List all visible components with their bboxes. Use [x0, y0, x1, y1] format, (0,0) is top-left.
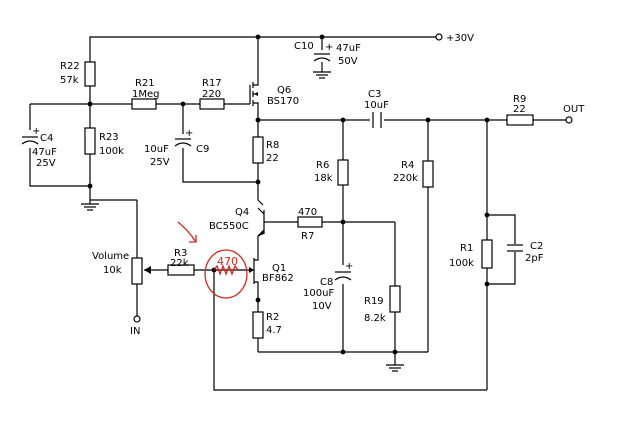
r6-name: R6 — [316, 160, 329, 171]
svg-text:+: + — [185, 128, 193, 139]
c9-name: C9 — [196, 144, 209, 155]
input-terminal-icon — [133, 315, 141, 323]
r23-name: R23 — [99, 132, 119, 143]
r4-resistor-icon — [422, 160, 434, 188]
r17-value: 220 — [202, 89, 221, 100]
volume-wiper-icon — [144, 266, 151, 274]
q1-name: Q1 — [272, 263, 286, 274]
c4-name: C4 — [40, 133, 53, 144]
c9-value: 10uF — [144, 144, 169, 155]
q4-name: Q4 — [235, 207, 249, 218]
annotation-arrow-icon — [177, 221, 197, 243]
r21-value: 1Meg — [132, 89, 160, 100]
r6-value: 18k — [314, 173, 333, 184]
q6-mosfet-icon — [249, 80, 259, 108]
c2-name: C2 — [530, 241, 543, 252]
q1-jfet-icon — [249, 256, 259, 286]
svg-text:+: + — [345, 261, 353, 272]
c4-voltage: 25V — [36, 158, 56, 169]
c8-voltage: 10V — [312, 301, 332, 312]
annotation-resistor-icon — [213, 264, 239, 276]
r17-name: R17 — [202, 78, 222, 89]
r1-name: R1 — [460, 243, 473, 254]
volume-label: Volume — [92, 251, 129, 262]
r7-name: R7 — [301, 231, 314, 242]
c8-capacitor-icon: + — [334, 261, 353, 281]
r3-value: 22k — [170, 258, 189, 269]
r2-name: R2 — [266, 312, 279, 323]
c4-capacitor-icon: + — [21, 126, 40, 145]
r9-name: R9 — [513, 94, 526, 105]
c10-value: 47uF — [336, 43, 361, 54]
r19-name: R19 — [364, 296, 384, 307]
r21-name: R21 — [135, 78, 155, 89]
annotation-value: 470 — [217, 255, 238, 268]
r9-value: 22 — [513, 104, 526, 115]
r2-resistor-icon — [252, 311, 264, 339]
ground-icon — [386, 364, 404, 372]
c8-name: C8 — [320, 277, 333, 288]
r22-value: 57k — [60, 75, 79, 86]
r7-resistor-icon — [297, 216, 323, 228]
q1-part: BF862 — [262, 273, 294, 284]
c2-value: 2pF — [525, 253, 544, 264]
junction-dots — [87, 34, 490, 355]
output-label: OUT — [563, 104, 585, 115]
r9-resistor-icon — [506, 114, 534, 126]
c3-capacitor-icon — [372, 112, 382, 128]
r8-name: R8 — [266, 140, 279, 151]
volume-value: 10k — [103, 265, 122, 276]
wires — [29, 36, 566, 391]
c8-value: 100uF — [303, 288, 334, 299]
c10-capacitor-icon: + — [313, 42, 333, 62]
r23-resistor-icon — [84, 127, 96, 155]
supply-label: +30V — [446, 33, 474, 44]
r8-resistor-icon — [252, 136, 264, 164]
annotation-circle-icon — [204, 249, 248, 299]
r4-name: R4 — [401, 160, 414, 171]
ground-icon — [81, 200, 99, 211]
r19-resistor-icon — [389, 285, 401, 313]
q4-bjt-icon — [257, 207, 271, 237]
r1-value: 100k — [449, 258, 474, 269]
r22-name: R22 — [60, 61, 80, 72]
r8-value: 22 — [266, 153, 279, 164]
r3-name: R3 — [174, 248, 187, 259]
q6-name: Q6 — [277, 85, 291, 96]
c4-value: 47uF — [32, 147, 57, 158]
q6-part: BS170 — [267, 96, 299, 107]
c9-voltage: 25V — [150, 157, 170, 168]
r4-value: 220k — [393, 173, 418, 184]
r19-value: 8.2k — [364, 313, 386, 324]
q4-part: BC550C — [209, 221, 249, 232]
r3-resistor-icon — [167, 264, 195, 276]
supply-terminal-icon — [435, 33, 443, 41]
c9-capacitor-icon: + — [174, 128, 193, 147]
r21-resistor-icon — [131, 98, 157, 110]
output-terminal-icon — [565, 116, 573, 124]
r23-value: 100k — [99, 146, 124, 157]
c3-value: 10uF — [364, 100, 389, 111]
r1-resistor-icon — [481, 239, 493, 269]
c2-capacitor-icon — [507, 244, 523, 252]
svg-text:+: + — [32, 126, 40, 137]
c10-voltage: 50V — [338, 56, 358, 67]
r17-resistor-icon — [199, 98, 225, 110]
c10-name: C10 — [294, 41, 314, 52]
input-label: IN — [130, 326, 140, 337]
c3-name: C3 — [368, 89, 381, 100]
r2-value: 4.7 — [266, 325, 282, 336]
r22-resistor-icon — [84, 61, 96, 87]
r7-value: 470 — [298, 207, 317, 218]
volume-potentiometer-icon — [131, 257, 143, 285]
svg-text:+: + — [325, 42, 333, 53]
ground-icon — [313, 66, 331, 79]
r6-resistor-icon — [337, 159, 349, 186]
